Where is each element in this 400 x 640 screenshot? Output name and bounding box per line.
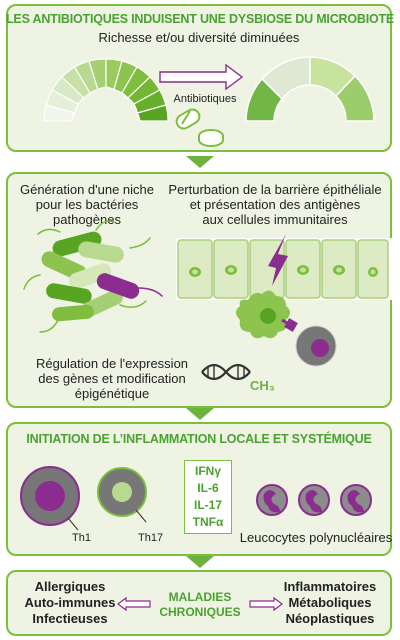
left-diseases: Allergiques Auto-immunes Infectieuses [20,579,120,627]
disease-inflammatory: Inflammatoires [283,579,377,594]
right-diseases: Inflammatoires Métaboliques Néoplastique… [280,579,380,627]
cytokine-il6: IL-6 [197,481,219,495]
th1-label: Th1 [72,532,91,544]
barrier-text: Perturbation de la barrière épithéliale … [162,182,388,227]
panel1-title: LES ANTIBIOTIQUES INDUISENT UNE DYSBIOSE… [6,12,395,26]
down-arrow-1 [186,156,214,168]
barrier-line-3: aux cellules immunitaires [202,212,348,227]
transition-arrow [159,63,244,91]
niche-line-2: pour les bactéries [35,197,139,212]
down-arrow-2 [186,408,214,420]
epigenetic-line-2: des gènes et modification [38,371,186,386]
down-arrow-3 [186,556,214,568]
leukocytes-label: Leucocytes polynucléaires [239,530,393,545]
cytokine-ifn: IFNγ [194,464,221,478]
chronic-line-1: MALADIES [168,590,232,604]
disease-allergic: Allergiques [34,579,106,594]
disease-infectious: Infectieuses [32,611,108,626]
panel-chronic-diseases [6,570,392,636]
cytokines-list: IFNγ IL-6 IL-17 TNFα [184,463,232,531]
cytokine-tnf: TNFα [192,515,224,529]
niche-line-1: Génération d'une niche [19,182,155,197]
antibiotic-pills-icon [175,108,224,147]
niche-text: Génération d'une niche pour les bactérie… [12,182,162,227]
disease-metabolic: Métaboliques [288,595,372,610]
panel3-title: INITIATION DE L’INFLAMMATION LOCALE ET S… [26,432,372,446]
barrier-line-1: Perturbation de la barrière épithéliale [168,182,382,197]
barrier-line-2: et présentation des antigènes [189,197,361,212]
panel1-subtitle: Richesse et/ou diversité diminuées [98,30,300,45]
th17-label: Th17 [138,532,164,544]
niche-line-3: pathogènes [53,212,121,227]
center-title: MALADIES CHRONIQUES [150,590,250,620]
cytokine-il17: IL-17 [193,498,222,512]
epigenetic-line-3: épigénétique [74,386,150,401]
disease-neoplastic: Néoplastiques [285,611,375,626]
epigenetic-text: Régulation de l'expression des gènes et … [22,356,202,401]
antibiotics-label: Antibiotiques [173,93,237,105]
ch3-label: CH₃ [250,378,275,393]
cytokines-box [184,460,232,534]
chronic-line-2: CHRONIQUES [159,605,241,619]
disease-autoimmune: Auto-immunes [24,595,116,610]
epigenetic-line-1: Régulation de l'expression [35,356,189,371]
